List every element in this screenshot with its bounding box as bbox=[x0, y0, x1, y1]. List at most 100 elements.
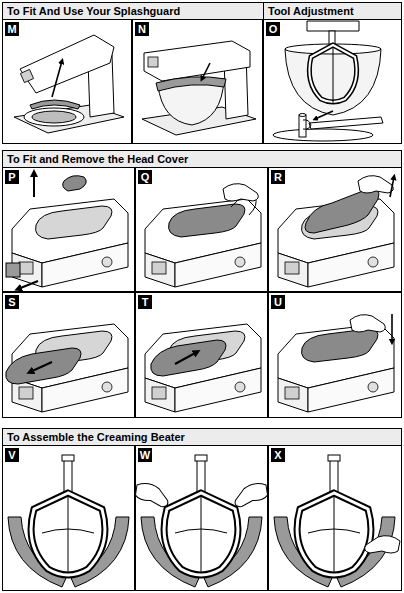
head-cover-step-part bbox=[145, 199, 261, 287]
tool-adjustment-part bbox=[309, 45, 356, 102]
step-letter: N bbox=[135, 22, 149, 36]
head-cover-step-part bbox=[6, 263, 20, 277]
creaming-beater bbox=[274, 455, 400, 587]
creaming-beater bbox=[133, 455, 270, 587]
head-cover-step bbox=[278, 314, 394, 412]
head-cover-step-part bbox=[305, 189, 379, 233]
head-cover-step bbox=[278, 176, 394, 287]
creaming-beater-part bbox=[274, 517, 332, 587]
section-heading: To Fit And Use Your Splashguard bbox=[3, 3, 263, 20]
mixer-head-up-part bbox=[20, 35, 114, 93]
head-cover-step bbox=[6, 173, 128, 289]
head-cover-step-part bbox=[223, 184, 258, 201]
step-letter: Q bbox=[138, 170, 152, 184]
step-letter: M bbox=[5, 22, 19, 36]
creaming-beater-part bbox=[204, 517, 262, 587]
mixer-head-up-part bbox=[24, 108, 84, 126]
tool-adjustment-part bbox=[299, 115, 306, 137]
head-cover-step-part bbox=[36, 331, 112, 364]
creaming-beater-part bbox=[231, 480, 270, 508]
mixer-head-up bbox=[14, 35, 124, 133]
step-panel: P bbox=[2, 167, 135, 292]
head-cover-step-part bbox=[6, 348, 81, 384]
step-panel: Q bbox=[135, 167, 268, 292]
step-panel: O bbox=[263, 19, 402, 144]
head-cover-step-part bbox=[358, 176, 393, 193]
tool-adjustment-part bbox=[299, 114, 306, 117]
mixer-head-up-part bbox=[52, 61, 62, 97]
step-letter: V bbox=[5, 448, 19, 462]
creaming-beater-part bbox=[141, 517, 199, 587]
mixer-head-down-part bbox=[202, 63, 210, 79]
creaming-beater-part bbox=[365, 536, 400, 553]
mixer-head-up-part bbox=[88, 55, 114, 117]
head-cover-step-part bbox=[151, 340, 226, 376]
head-cover-step-part bbox=[12, 324, 128, 412]
step-letter: X bbox=[271, 448, 285, 462]
head-cover-step-part bbox=[36, 206, 112, 239]
section-frame: Tool AdjustmentO bbox=[263, 2, 402, 144]
creaming-beater bbox=[8, 455, 129, 587]
mixer-head-down bbox=[142, 41, 256, 135]
step-panel: X bbox=[268, 445, 402, 591]
section-heading: To Assemble the Creaming Beater bbox=[3, 429, 401, 446]
creaming-beater-part bbox=[31, 455, 105, 575]
section-heading: Tool Adjustment bbox=[264, 3, 401, 20]
mixer-head-down-part bbox=[148, 57, 158, 67]
creaming-beater-part bbox=[8, 517, 66, 587]
section-frame: To Assemble the Creaming BeaterV W X bbox=[2, 428, 402, 591]
mixer-head-up-part bbox=[32, 111, 76, 123]
step-panel: U bbox=[268, 292, 402, 418]
step-panel: M bbox=[2, 19, 132, 144]
mixer-head-down-part bbox=[224, 53, 248, 119]
mixer-head-down-part bbox=[156, 77, 226, 91]
tool-adjustment-part bbox=[273, 129, 373, 141]
head-cover-step-part bbox=[302, 206, 378, 239]
tool-adjustment-part bbox=[309, 45, 356, 102]
head-cover-step-part bbox=[391, 314, 393, 342]
step-panel: W bbox=[135, 445, 268, 591]
step-panel: S bbox=[2, 292, 135, 418]
step-letter: R bbox=[271, 170, 285, 184]
head-cover-step-part bbox=[30, 362, 52, 372]
step-letter: P bbox=[5, 170, 19, 184]
head-cover-step bbox=[145, 184, 261, 287]
tool-adjustment-part bbox=[309, 117, 383, 129]
tool-adjustment-part bbox=[285, 49, 381, 115]
creaming-beater-part bbox=[337, 517, 395, 587]
tool-adjustment-part bbox=[285, 44, 381, 54]
head-cover-step-part bbox=[169, 204, 245, 237]
creaming-beater-part bbox=[164, 455, 238, 575]
step-panel: R bbox=[268, 167, 402, 292]
head-cover-step-part bbox=[390, 177, 394, 197]
head-cover-step-part bbox=[231, 195, 256, 215]
head-cover-step-part bbox=[175, 352, 197, 364]
head-cover-step-part bbox=[33, 173, 35, 197]
head-cover-step-part bbox=[350, 315, 385, 332]
section-frame: To Fit And Use Your SplashguardM N bbox=[2, 2, 264, 144]
tool-adjustment bbox=[273, 21, 383, 141]
tool-adjustment-part bbox=[315, 111, 333, 119]
step-letter: T bbox=[138, 295, 152, 309]
head-cover-step-part bbox=[169, 331, 245, 364]
head-cover-step-part bbox=[63, 176, 87, 191]
head-cover-step bbox=[6, 324, 128, 412]
step-letter: W bbox=[138, 448, 152, 462]
step-panel: V bbox=[2, 445, 135, 591]
tool-adjustment-part bbox=[303, 120, 311, 129]
mixer-head-down-part bbox=[144, 41, 250, 81]
creaming-beater-part bbox=[297, 455, 371, 575]
creaming-beater-part bbox=[133, 480, 172, 508]
section-frame: To Fit and Remove the Head CoverP Q R S T U bbox=[2, 150, 402, 418]
mixer-head-down-part bbox=[142, 107, 256, 135]
head-cover-step-part bbox=[145, 324, 261, 412]
mixer-head-down-part bbox=[158, 79, 224, 125]
section-heading: To Fit and Remove the Head Cover bbox=[3, 151, 401, 168]
step-letter: S bbox=[5, 295, 19, 309]
head-cover-step-part bbox=[18, 281, 38, 289]
step-letter: U bbox=[271, 295, 285, 309]
step-letter: O bbox=[266, 22, 280, 36]
tool-adjustment-part bbox=[329, 31, 335, 45]
step-panel: T bbox=[135, 292, 268, 418]
